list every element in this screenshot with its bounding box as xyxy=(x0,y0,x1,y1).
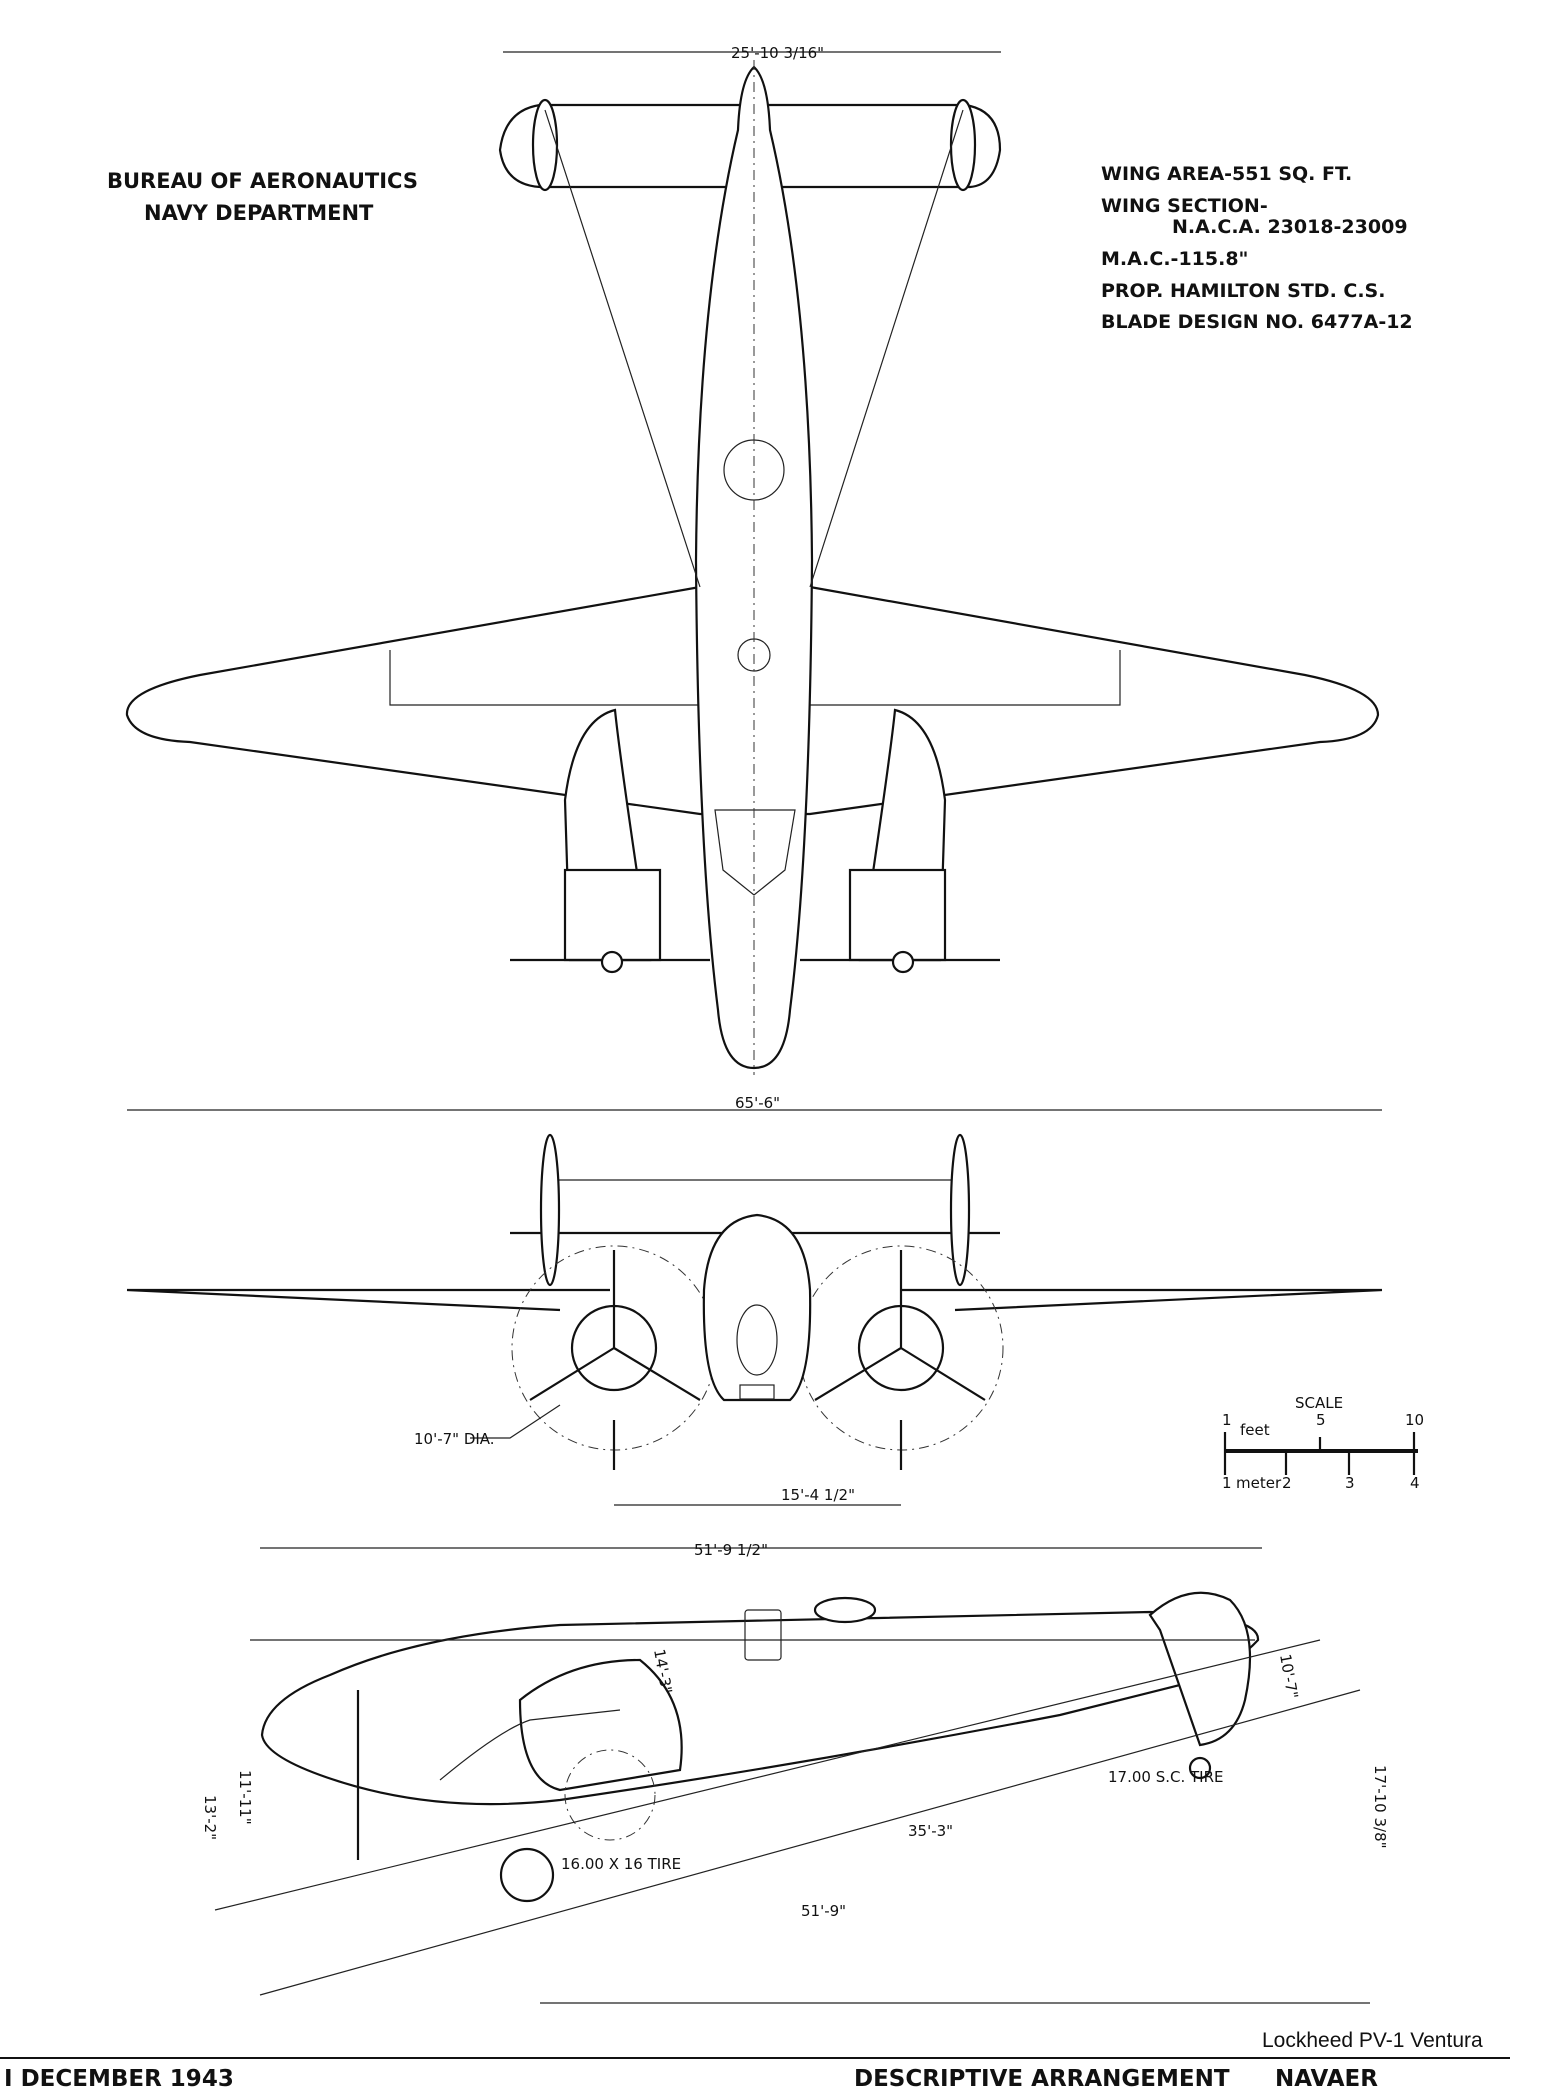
ground-height-dim: 13'-2" xyxy=(201,1795,219,1840)
wing-front xyxy=(126,1288,1383,1312)
tail-span-dim: 25'-10 3/16" xyxy=(731,44,824,62)
landing-gear-front xyxy=(612,1420,903,1470)
scale-tick: 1 xyxy=(1222,1474,1232,1492)
spec-line: M.A.C.-115.8" xyxy=(1101,248,1248,270)
spec-line: BLADE DESIGN NO. 6477A-12 xyxy=(1101,311,1413,333)
fin-height-dim: 10'-7" xyxy=(1276,1653,1302,1701)
top-view: 25'-10 3/16" xyxy=(125,44,1380,1075)
dorsal-turret xyxy=(813,1596,877,1624)
flap-lines xyxy=(389,650,1121,706)
right-fin-top xyxy=(949,98,977,192)
fuselage-front xyxy=(702,1213,812,1402)
tail-tire-label: 17.00 S.C. TIRE xyxy=(1108,1768,1224,1786)
side-view: 51'-9 1/2" 14'-3" 10'-7" 17'-10 3/8" 17.… xyxy=(201,1541,1389,2004)
scale-tick: 10 xyxy=(1405,1411,1424,1429)
spec-line: PROP. HAMILTON STD. C.S. xyxy=(1101,280,1385,302)
wheel-base-dim: 35'-3" xyxy=(908,1822,953,1840)
nose-height-dim: 11'-11" xyxy=(236,1770,254,1825)
reference-lines xyxy=(214,1639,1361,1996)
scale-tick: 4 xyxy=(1410,1474,1420,1492)
scale-tick: 1 xyxy=(1222,1411,1232,1429)
tail-wheel xyxy=(1188,1756,1212,1780)
spec-line: N.A.C.A. 23018-23009 xyxy=(1172,216,1408,238)
cockpit-glazing xyxy=(439,1709,621,1781)
scale-title: SCALE xyxy=(1295,1394,1343,1412)
guide-lines xyxy=(544,109,964,588)
spec-line: WING AREA-551 SQ. FT. xyxy=(1101,163,1352,185)
left-fin-front xyxy=(539,1133,561,1287)
main-wheel xyxy=(499,1847,555,1903)
spec-block: WING AREA-551 SQ. FT. WING SECTION- N.A.… xyxy=(1101,163,1413,333)
chin-fairing xyxy=(739,1384,775,1400)
right-spinner xyxy=(891,950,915,974)
scale-tick: 3 xyxy=(1345,1474,1355,1492)
agency-line2: NAVY DEPARTMENT xyxy=(144,201,374,225)
spec-line: WING SECTION- xyxy=(1101,195,1268,217)
left-engine-cowl xyxy=(563,868,662,962)
left-spinner xyxy=(600,950,624,974)
scale-meter-label: meter xyxy=(1236,1474,1282,1492)
scale-tick: 5 xyxy=(1316,1411,1326,1429)
main-tire-label: 16.00 X 16 TIRE xyxy=(561,1855,681,1873)
length-overall-dim: 51'-9 1/2" xyxy=(694,1541,768,1559)
height-overall-dim: 17'-10 3/8" xyxy=(1371,1765,1389,1849)
side-window xyxy=(744,1609,782,1661)
engine-nacelle-side xyxy=(518,1658,683,1792)
scale-ticks xyxy=(1223,1432,1416,1475)
caption: Lockheed PV-1 Ventura xyxy=(1262,2029,1483,2052)
front-view: 65'-6" 10'-7" DIA. 15'-4 1/2" xyxy=(126,1094,1383,1506)
right-engine-cowl xyxy=(848,868,947,962)
left-fin-top xyxy=(531,98,559,192)
wheel-well xyxy=(564,1749,656,1841)
footer-code: NAVAER xyxy=(1275,2066,1378,2092)
cockpit-canopy xyxy=(714,809,796,896)
leader-line xyxy=(470,1404,561,1439)
agency-line1: BUREAU OF AERONAUTICS xyxy=(107,169,418,193)
scale-tick: 2 xyxy=(1282,1474,1292,1492)
footer-date: I DECEMBER 1943 xyxy=(4,2066,234,2092)
prop-diameter-dim: 10'-7" DIA. xyxy=(414,1430,495,1448)
prop-blades xyxy=(529,1250,986,1401)
scale-bar: SCALE 1 5 10 feet 1 meter 2 3 4 xyxy=(1222,1394,1424,1492)
footer-title: DESCRIPTIVE ARRANGEMENT xyxy=(854,2066,1230,2092)
nacelle-spacing-dim: 15'-4 1/2" xyxy=(781,1486,855,1504)
fuselage-length-dim: 51'-9" xyxy=(801,1902,846,1920)
nose-window xyxy=(736,1304,778,1376)
wing-span-dim: 65'-6" xyxy=(735,1094,780,1112)
scale-feet-label: feet xyxy=(1240,1421,1270,1439)
right-fin-front xyxy=(949,1133,971,1287)
